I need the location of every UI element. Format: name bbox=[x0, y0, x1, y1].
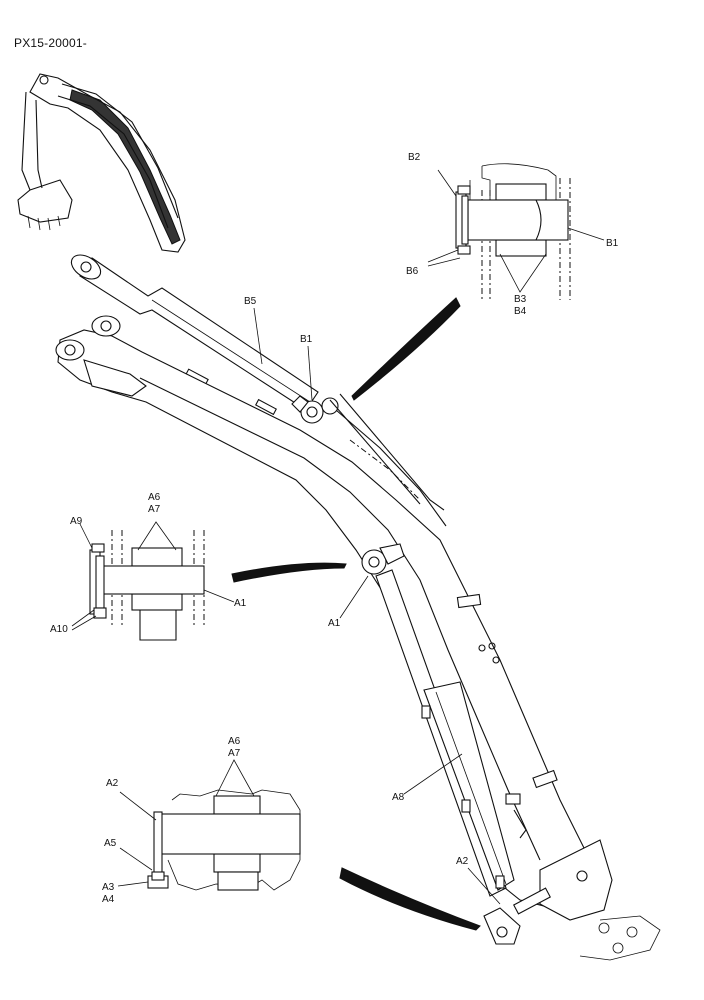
detail-a2 bbox=[117, 759, 301, 891]
label-a4: A4 bbox=[102, 894, 115, 905]
label-a9: A9 bbox=[70, 516, 83, 527]
detail-b bbox=[427, 163, 605, 300]
label-a1-main: A1 bbox=[328, 618, 341, 629]
label-b1-main: B1 bbox=[300, 334, 313, 345]
part-labels: B2 B1 B6 B3 B4 B5 B1 A6 A7 A9 A1 A10 A1 … bbox=[50, 152, 619, 905]
label-b5: B5 bbox=[244, 296, 257, 307]
callout-arrows bbox=[231, 297, 481, 931]
label-a8: A8 bbox=[392, 792, 405, 803]
boom-assembly bbox=[55, 254, 661, 961]
label-b4: B4 bbox=[514, 306, 527, 317]
label-b3: B3 bbox=[514, 294, 527, 305]
label-a2-detail: A2 bbox=[106, 778, 119, 789]
label-a7-bottom: A7 bbox=[228, 748, 241, 759]
label-a6-bottom: A6 bbox=[228, 736, 241, 747]
label-b2: B2 bbox=[408, 152, 421, 163]
label-a2-main: A2 bbox=[456, 856, 469, 867]
label-a10: A10 bbox=[50, 624, 68, 635]
document-id: PX15-20001- bbox=[14, 36, 87, 50]
label-a6-top: A6 bbox=[148, 492, 161, 503]
label-a1-detail: A1 bbox=[234, 598, 247, 609]
label-b1-detail: B1 bbox=[606, 238, 619, 249]
label-a7-top: A7 bbox=[148, 504, 161, 515]
label-a5: A5 bbox=[104, 838, 117, 849]
excavator-thumbnail bbox=[17, 73, 186, 253]
detail-a bbox=[71, 521, 235, 641]
label-b6: B6 bbox=[406, 266, 419, 277]
leader-lines bbox=[253, 307, 501, 905]
label-a3: A3 bbox=[102, 882, 115, 893]
